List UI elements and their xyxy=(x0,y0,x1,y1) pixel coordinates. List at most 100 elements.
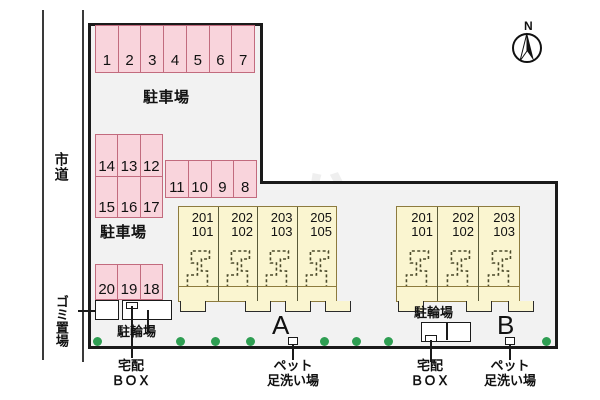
unit-b-3[interactable]: 203 103 xyxy=(479,207,519,301)
stall-number: 6 xyxy=(216,52,225,69)
delivery-a-line1: 宅配 xyxy=(117,359,144,374)
balcony-strip xyxy=(218,286,257,301)
unit-numbers: 202 102 xyxy=(231,211,253,238)
unit-lower-number: 105 xyxy=(310,223,332,239)
unit-numbers: 205 105 xyxy=(310,211,332,238)
balcony-strip xyxy=(258,286,297,301)
parking-stall[interactable]: 14 xyxy=(96,135,119,176)
unit-numbers: 201 101 xyxy=(192,211,214,238)
stall-number: 13 xyxy=(120,157,138,175)
shrub-icon xyxy=(542,337,551,346)
unit-lower-number: 103 xyxy=(270,223,293,239)
building-b[interactable]: 201 101 202 102 203 103 xyxy=(396,206,520,302)
bicycle-a-leader xyxy=(147,310,149,332)
staircase-icon xyxy=(305,250,329,293)
parking-stall[interactable]: 3 xyxy=(141,26,165,72)
unit-upper-number: 205 xyxy=(310,210,332,225)
stall-number: 5 xyxy=(193,52,202,69)
bicycle-b-label: 駐輪場 xyxy=(414,306,454,321)
pet-wash-b-label: ペット 足洗い場 xyxy=(470,359,550,389)
shrub-icon xyxy=(93,337,102,346)
stall-number: 19 xyxy=(120,281,138,298)
building-a[interactable]: 201 101 202 102 203 103 xyxy=(178,206,337,302)
balcony-strip xyxy=(397,286,437,301)
parking-stall[interactable]: 18 xyxy=(141,265,162,299)
parking-stall[interactable]: 10 xyxy=(189,161,212,197)
entry-porch xyxy=(245,301,271,312)
unit-a-1[interactable]: 201 101 xyxy=(179,207,219,301)
stall-number: 3 xyxy=(148,52,157,69)
pet-wash-b-line1: ペット xyxy=(490,359,530,374)
delivery-b-leader xyxy=(430,340,432,362)
parking-stall[interactable]: 15 xyxy=(96,176,119,217)
entry-porch xyxy=(325,301,351,312)
delivery-b-label: 宅配 ＢＯＸ xyxy=(390,359,470,389)
pet-wash-a-line1: ペット xyxy=(273,359,313,374)
parking-stall[interactable]: 4 xyxy=(164,26,187,72)
parking-stall[interactable]: 9 xyxy=(212,161,235,197)
entry-porch xyxy=(398,301,424,312)
parking-stall[interactable]: 7 xyxy=(232,26,254,72)
pet-wash-b-line2: 足洗い場 xyxy=(483,373,536,389)
compass-north-icon xyxy=(512,32,542,63)
balcony-strip xyxy=(297,286,336,301)
unit-b-1[interactable]: 201 101 xyxy=(397,207,438,301)
parking-stall[interactable]: 17 xyxy=(141,177,162,218)
unit-upper-number: 203 xyxy=(493,210,515,225)
unit-numbers: 202 102 xyxy=(452,211,474,238)
shrub-icon xyxy=(352,337,361,346)
parking-stall[interactable]: 19 xyxy=(118,265,141,299)
parking-subrow-upper[interactable]: 14 13 12 xyxy=(96,135,162,177)
garbage-leader xyxy=(78,310,96,312)
shrub-icon xyxy=(246,337,255,346)
shrub-icon xyxy=(384,337,393,346)
parking-stall[interactable]: 13 xyxy=(118,135,141,176)
parking-row-mid[interactable]: 14 13 12 15 16 17 xyxy=(95,134,163,218)
delivery-b-line1: 宅配 xyxy=(416,359,443,374)
parking-stall[interactable]: 6 xyxy=(210,26,233,72)
parking-label-upper: 駐車場 xyxy=(143,88,190,106)
delivery-a-line2: ＢＯＸ xyxy=(111,373,151,389)
entry-porch xyxy=(285,301,311,312)
garbage-area-box[interactable] xyxy=(95,300,119,320)
unit-lower-number: 102 xyxy=(231,223,253,239)
unit-b-2[interactable]: 202 102 xyxy=(438,207,479,301)
parking-stall[interactable]: 8 xyxy=(234,161,256,197)
staircase-icon xyxy=(226,250,250,293)
parking-stall[interactable]: 20 xyxy=(96,265,119,299)
stall-number: 2 xyxy=(125,52,134,69)
unit-a-3[interactable]: 203 103 xyxy=(258,207,298,301)
unit-numbers: 201 101 xyxy=(411,211,433,238)
road-edge-outer xyxy=(42,10,44,360)
stall-number: 4 xyxy=(170,52,180,69)
unit-lower-number: 103 xyxy=(493,223,515,239)
unit-a-4[interactable]: 205 105 xyxy=(297,207,336,301)
staircase-icon xyxy=(405,250,430,293)
parking-stall[interactable]: 16 xyxy=(118,176,141,217)
parking-stall[interactable]: 1 xyxy=(96,26,119,72)
parking-stall[interactable]: 2 xyxy=(119,26,142,72)
stall-number: 15 xyxy=(98,199,115,216)
pet-wash-a-line2: 足洗い場 xyxy=(266,373,319,389)
stall-number: 9 xyxy=(218,179,227,196)
stall-number: 8 xyxy=(240,179,250,196)
entry-porch xyxy=(508,301,534,312)
building-b-letter: B xyxy=(497,310,515,340)
pet-wash-a-label: ペット 足洗い場 xyxy=(253,359,333,389)
parking-subrow-lower[interactable]: 15 16 17 xyxy=(96,176,162,218)
road-edge-inner xyxy=(82,10,84,362)
unit-a-2[interactable]: 202 102 xyxy=(218,207,258,301)
staircase-icon xyxy=(265,250,290,293)
parking-stall[interactable]: 12 xyxy=(141,135,162,176)
stall-number: 7 xyxy=(239,52,248,69)
parking-stall[interactable]: 5 xyxy=(187,26,210,72)
balcony-strip xyxy=(438,286,478,301)
parking-row-right[interactable]: 11 10 9 8 xyxy=(165,160,257,198)
parking-row-bottom[interactable]: 20 19 18 xyxy=(95,264,163,300)
parking-row-top[interactable]: 1 2 3 4 5 6 7 xyxy=(95,25,255,73)
bicycle-b-leader xyxy=(446,322,448,340)
parking-stall[interactable]: 11 xyxy=(166,161,189,197)
stall-number: 17 xyxy=(142,199,160,216)
unit-upper-number: 202 xyxy=(231,210,253,225)
